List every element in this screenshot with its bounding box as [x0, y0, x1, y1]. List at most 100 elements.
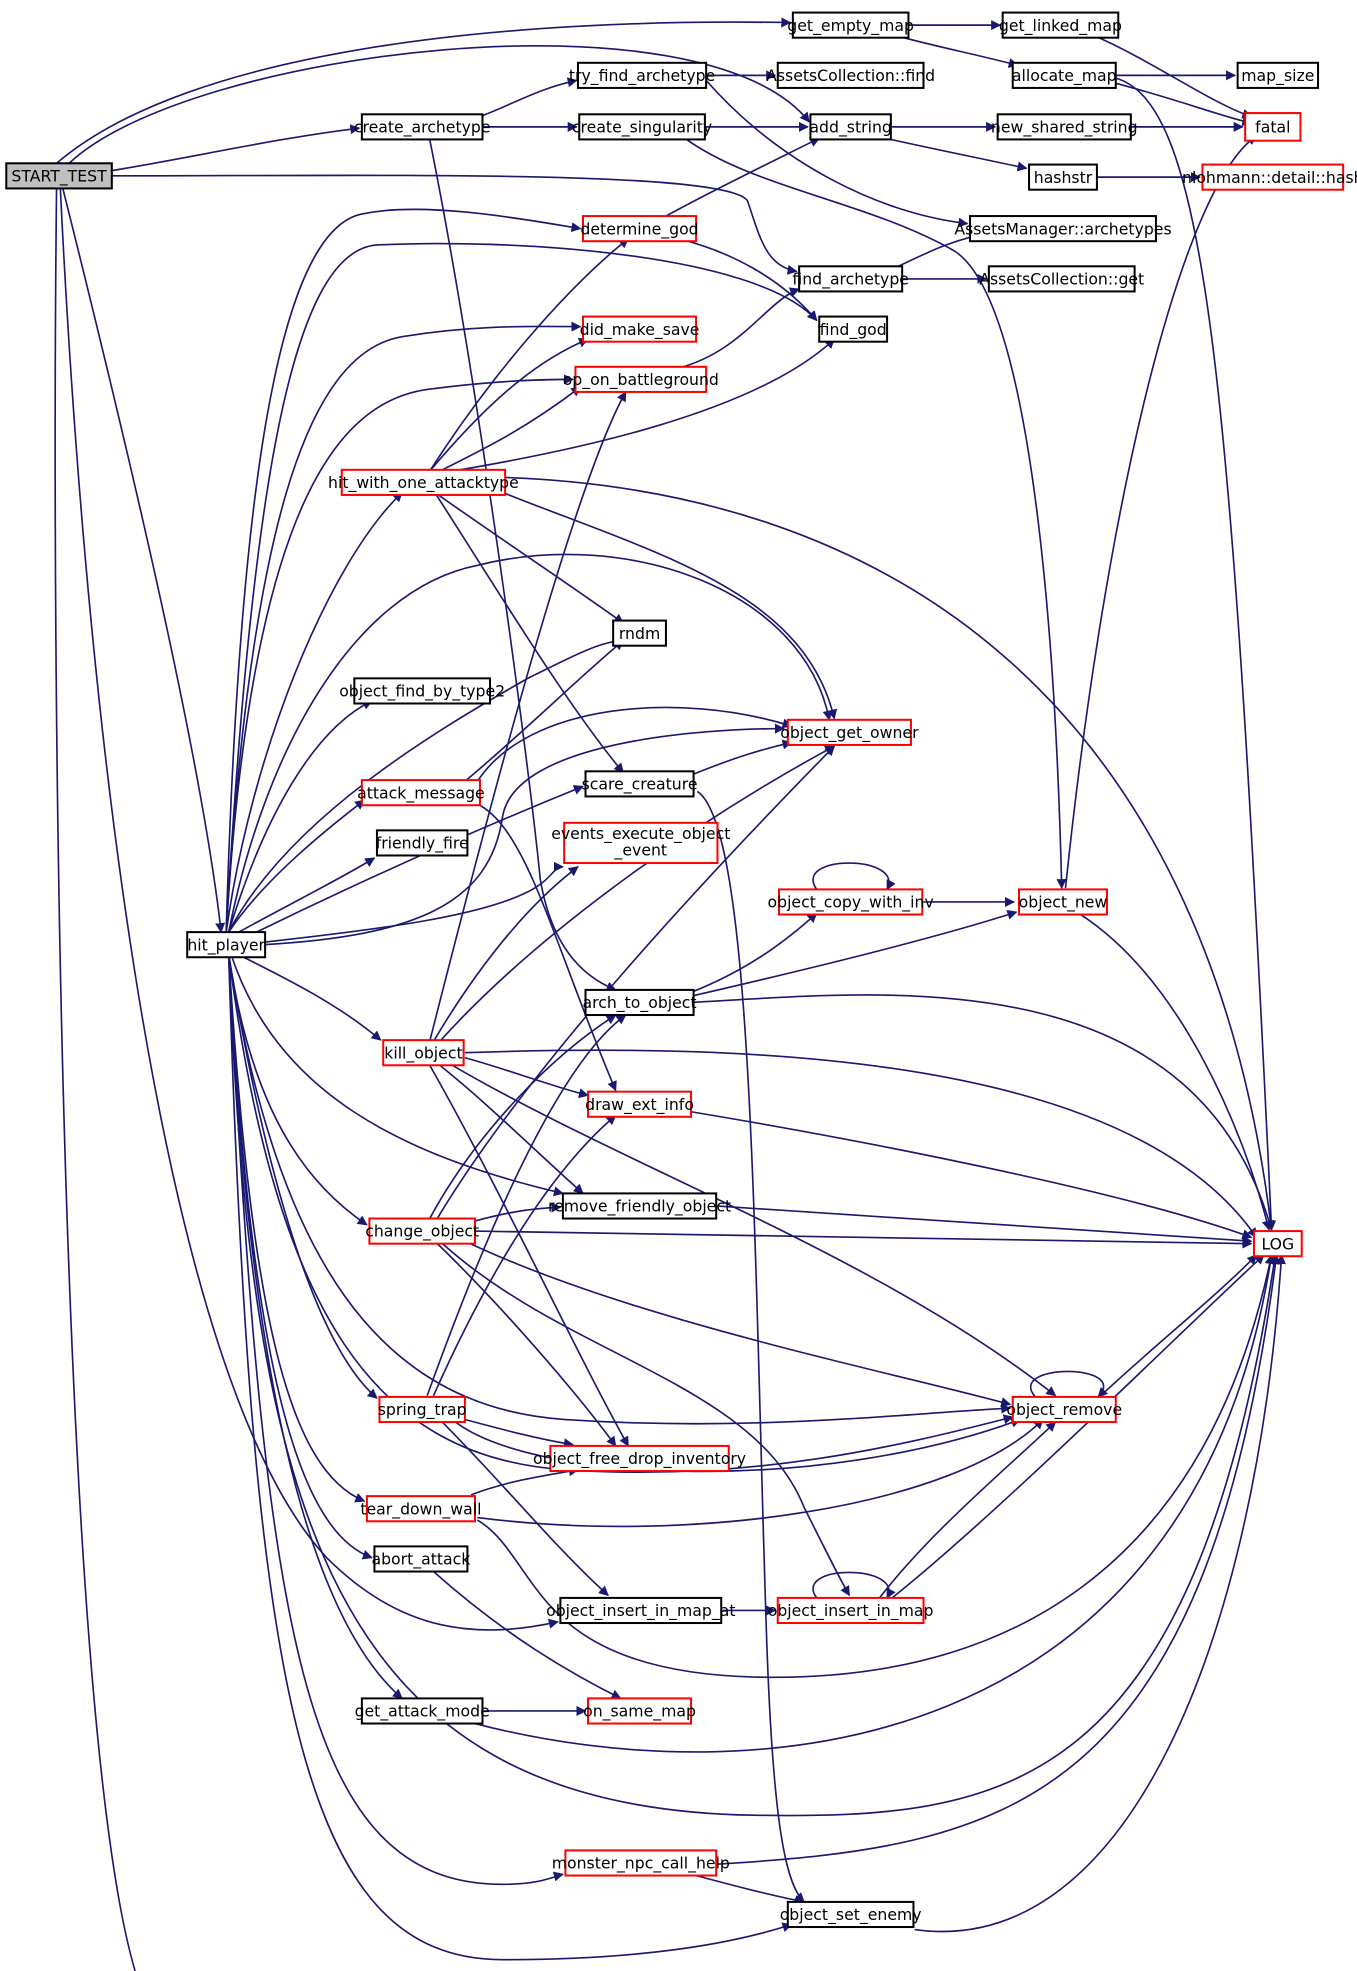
node-object-insert-in-map[interactable]: object_insert_in_map [768, 1596, 934, 1625]
edge-hit-player-to-object-remove-2 [227, 954, 1014, 1474]
edge-determine-god-to-add-string [665, 137, 821, 217]
node-scare-creature[interactable]: scare_creature [582, 770, 698, 798]
edge-arch-to-object-to-object-new [690, 909, 1018, 997]
edge-draw-ext-info-to-log [690, 1110, 1253, 1239]
edge-attack-message-to-draw-ext-info [477, 803, 617, 1092]
node-did-make-save[interactable]: did_make_save [580, 315, 700, 343]
node-on-same-map[interactable]: on_same_map [583, 1697, 696, 1725]
node-object-free-drop-inventory[interactable]: object_free_drop_inventory [533, 1444, 746, 1473]
node-assets-collection-get[interactable]: AssetsCollection::get [979, 265, 1144, 293]
node-create-archetype[interactable]: create_archetype [354, 113, 491, 141]
node-box [378, 1395, 466, 1424]
edge-hit-player-to-kill-object [238, 953, 382, 1041]
node-label: rndm [619, 624, 660, 643]
node-try-find-archetype[interactable]: try_find_archetype [569, 61, 715, 89]
edge-spring-trap-to-draw-ext-info [432, 1114, 617, 1396]
node-kill-object[interactable]: kill_object [382, 1039, 465, 1067]
node-label: attack_message [357, 783, 485, 803]
node-new-shared-string[interactable]: new_shared_string [991, 113, 1138, 141]
edge-hit-player-to-object-get-owner-2 [263, 723, 786, 946]
node-box [1011, 1395, 1117, 1424]
node-abort-attack[interactable]: abort_attack [371, 1545, 471, 1573]
edge-object-remove-self [1030, 1370, 1109, 1398]
node-box [561, 1192, 718, 1220]
edge-attack-message-to-rndm [464, 640, 624, 782]
node-arch-to-object[interactable]: arch_to_object [583, 988, 697, 1017]
node-label: object_insert_in_map_at [546, 1601, 735, 1621]
node-box [582, 215, 698, 243]
node-assets-collection-find[interactable]: AssetsCollection::find [766, 61, 935, 89]
node-events-execute-object-event[interactable]: events_execute_object_event [551, 821, 730, 865]
node-draw-ext-info[interactable]: draw_ext_info [585, 1090, 694, 1118]
edge-change-object-to-object-get-owner [436, 745, 836, 1219]
node-object-remove[interactable]: object_remove [1006, 1395, 1122, 1424]
node-box [1018, 888, 1108, 916]
node-find-god[interactable]: find_god [818, 315, 889, 343]
edge-kill-object-to-remove-friendly-object [439, 1064, 584, 1195]
node-get-attack-mode[interactable]: get_attack_mode [355, 1697, 490, 1725]
node-label: AssetsCollection::get [979, 270, 1144, 289]
edge-start-test-to-find-archetype [110, 174, 798, 275]
node-log[interactable]: LOG [1252, 1230, 1303, 1258]
node-monster-npc-call-help[interactable]: monster_npc_call_help [552, 1849, 730, 1877]
node-op-on-battleground[interactable]: op_on_battleground [563, 365, 719, 393]
node-label: op_on_battleground [563, 370, 719, 390]
node-attack-message[interactable]: attack_message [357, 779, 485, 807]
edge-get-empty-map-to-allocate-map [894, 34, 1019, 68]
edge-monster-npc-call-help-to-log [716, 1253, 1281, 1866]
edge-change-object-to-object-remove [464, 1240, 1012, 1407]
node-box [776, 1596, 925, 1625]
node-hashstr[interactable]: hashstr [1028, 163, 1098, 191]
edge-get-linked-map-to-fatal [1092, 34, 1253, 119]
node-assets-manager-archetypes[interactable]: AssetsManager::archetypes [954, 215, 1172, 243]
node-label: object_set_enemy [780, 1905, 922, 1925]
node-nlohmann-hash[interactable]: nlohmann::detail::hash [1182, 163, 1357, 191]
node-label: arch_to_object [583, 993, 697, 1013]
node-box [582, 315, 698, 343]
edge-abort-attack-to-on-same-map [432, 1570, 622, 1700]
node-hit-player[interactable]: hit_player [186, 931, 267, 959]
node-create-singularity[interactable]: create_singularity [572, 113, 712, 141]
node-get-empty-map[interactable]: get_empty_map [787, 11, 914, 39]
node-start-test[interactable]: START_TEST [5, 162, 113, 190]
node-map-size[interactable]: map_size [1236, 61, 1320, 89]
node-change-object[interactable]: change_object [365, 1217, 479, 1245]
node-spring-trap[interactable]: spring_trap [378, 1395, 467, 1424]
edge-hit-player-to-find-god [225, 242, 818, 933]
node-object-find-by-type2[interactable]: object_find_by_type2 [339, 677, 505, 705]
node-box [1201, 163, 1345, 191]
edge-object-insert-in-map-self [812, 1571, 896, 1599]
node-get-linked-map[interactable]: get_linked_map [999, 11, 1122, 39]
edge-hwoa-to-determine-god [429, 238, 630, 472]
node-object-get-owner[interactable]: object_get_owner [780, 718, 919, 746]
edge-hit-player-to-did-make-save [225, 321, 582, 933]
node-label: find_god [820, 320, 887, 340]
node-object-insert-in-map-at[interactable]: object_insert_in_map_at [546, 1596, 736, 1625]
node-find-archetype[interactable]: find_archetype [792, 265, 909, 293]
node-label: remove_friendly_object [548, 1197, 731, 1217]
node-remove-friendly-object[interactable]: remove_friendly_object [548, 1192, 731, 1220]
node-object-set-enemy[interactable]: object_set_enemy [780, 1900, 922, 1929]
node-hit-with-one-attacktype[interactable]: hit_with_one_attacktype [328, 468, 519, 496]
edge-arch-to-object-to-object-copy-with-inv [690, 912, 818, 994]
node-add-string[interactable]: add_string [809, 113, 892, 141]
node-rndm[interactable]: rndm [612, 619, 667, 647]
edge-hit-player-to-log [227, 954, 1279, 1817]
edge-hit-player-to-object-remove [227, 954, 1012, 1425]
node-box [563, 821, 719, 865]
node-label: allocate_map [1012, 66, 1117, 86]
node-object-new[interactable]: object_new [1018, 888, 1108, 916]
node-label: hashstr [1034, 168, 1093, 187]
node-label: object_copy_with_inv [768, 893, 934, 913]
node-tear-down-wall[interactable]: tear_down_wall [360, 1495, 481, 1523]
node-label: abort_attack [371, 1550, 471, 1570]
node-box [375, 829, 469, 857]
edge-kill-object-to-draw-ext-info [464, 1056, 590, 1099]
edge-kill-object-to-object-remove [451, 1064, 1057, 1397]
node-friendly-fire[interactable]: friendly_fire [375, 829, 469, 857]
node-object-copy-with-inv[interactable]: object_copy_with_inv [768, 888, 934, 916]
node-fatal[interactable]: fatal [1244, 112, 1302, 142]
node-label: on_same_map [583, 1702, 696, 1722]
node-allocate-map[interactable]: allocate_map [1011, 61, 1117, 89]
node-determine-god[interactable]: determine_god [580, 215, 699, 243]
